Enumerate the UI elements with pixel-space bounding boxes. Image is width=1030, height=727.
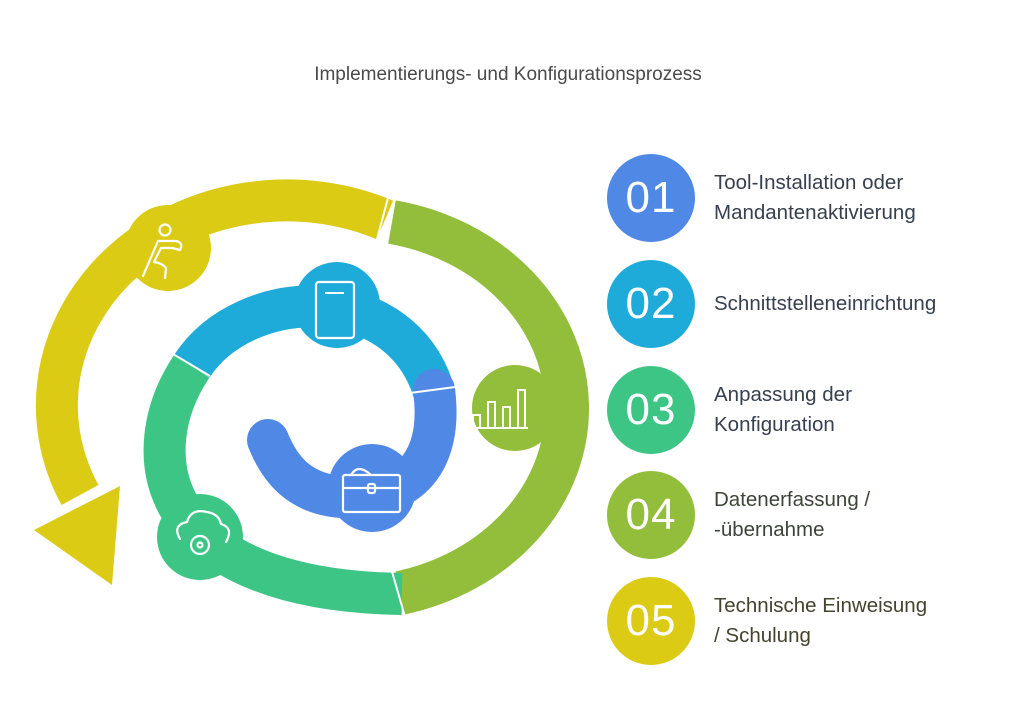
step-label-line: / Schulung	[714, 624, 811, 647]
step-number-badge: 03	[607, 366, 695, 454]
step-05: 05 Technische Einweisung / Schulung	[607, 576, 1027, 666]
step-label-line: Tool-Installation oder	[714, 171, 904, 194]
step-label: Datenerfassung / -übernahme	[714, 485, 870, 545]
spiral-segment-05	[35, 179, 394, 506]
step-label-line: -übernahme	[714, 518, 825, 541]
person-training-icon	[125, 205, 211, 291]
diagram-title: Implementierungs- und Konfigurationsproz…	[314, 64, 702, 85]
step-label: Technische Einweisung / Schulung	[714, 591, 927, 651]
step-number-badge: 02	[607, 260, 695, 348]
step-label-line: Anpassung der	[714, 383, 852, 406]
briefcase-icon	[328, 444, 416, 532]
step-label-line: Datenerfassung /	[714, 488, 871, 511]
step-number-badge: 01	[607, 154, 695, 242]
tablet-icon	[294, 262, 380, 348]
arrow-head	[34, 486, 120, 585]
step-04: 04 Datenerfassung / -übernahme	[607, 470, 1027, 560]
step-label-line: Mandantenaktivierung	[714, 201, 916, 224]
step-label-line: Technische Einweisung	[714, 594, 928, 617]
step-label: Schnittstelleneinrichtung	[714, 292, 937, 315]
step-number-badge: 04	[607, 471, 695, 559]
cloud-gear-icon	[157, 494, 243, 580]
bar-chart-icon	[470, 365, 558, 451]
step-02: 02 Schnittstelleneinrichtung	[607, 259, 1027, 349]
step-number-badge: 05	[607, 577, 695, 665]
step-label-line: Konfiguration	[714, 413, 835, 436]
spiral-segment-04	[388, 200, 589, 615]
